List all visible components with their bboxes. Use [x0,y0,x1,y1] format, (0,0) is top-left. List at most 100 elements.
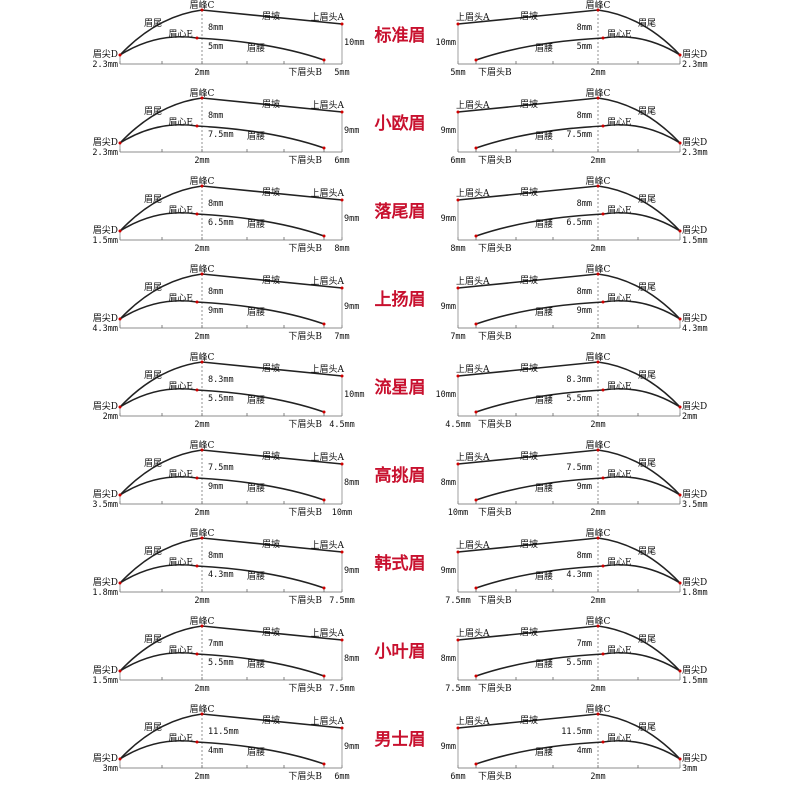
label-slope: 眉坡 [520,450,538,462]
head-bottom-point [474,322,478,326]
upper-brow-line [119,273,343,320]
label-tip: 眉尖D [93,664,118,676]
label-center: 眉心E [168,469,193,480]
peak-point [596,360,600,364]
label-head-top: 上眉头A [456,12,490,23]
label-tip: 眉尖D [682,400,707,412]
label-head-bottom: 下眉头B [478,67,512,78]
label-center: 眉心E [607,205,632,216]
label-upper-width: 8mm [208,199,223,209]
peak-point [200,96,204,100]
label-waist: 眉腰 [247,747,265,758]
label-tip: 眉尖D [682,48,707,60]
head-bottom-point [474,674,478,678]
label-peak-offset: 2mm [590,508,605,518]
label-peak: 眉峰C [586,528,611,539]
label-slope: 眉坡 [262,714,280,726]
label-tip-width: 3mm [103,764,118,774]
label-center: 眉心E [168,645,193,656]
label-upper-width: 8mm [577,199,592,209]
label-lower-width: 5.5mm [566,394,592,404]
label-upper-width: 11.5mm [561,727,592,737]
label-tail: 眉尾 [638,546,656,557]
label-peak: 眉峰C [190,0,215,11]
peak-point [200,448,204,452]
label-slope: 眉坡 [262,362,280,374]
label-tip: 眉尖D [682,664,707,676]
label-waist: 眉腰 [535,483,553,494]
label-slope: 眉坡 [262,98,280,110]
label-head-height: 9mm [344,302,359,312]
upper-brow-line [457,713,681,760]
style-title-1: 标准眉 [375,25,426,46]
head-bottom-point [322,234,326,238]
label-base-offset: 8mm [450,244,465,254]
label-tip-width: 1.8mm [682,588,708,598]
label-waist: 眉腰 [535,659,553,670]
label-head-height: 8mm [441,654,456,664]
tip-point [678,757,682,761]
head-bottom-point [322,674,326,678]
label-base-offset: 5mm [334,68,349,78]
label-base-offset: 7.5mm [329,684,355,694]
head-top-point [456,374,460,378]
center-point [195,652,199,656]
label-head-height: 9mm [441,566,456,576]
label-center: 眉心E [168,29,193,40]
label-waist: 眉腰 [247,219,265,230]
label-tail: 眉尾 [638,722,656,733]
tip-point [118,405,122,409]
label-peak-offset: 2mm [194,332,209,342]
peak-point [200,360,204,364]
head-top-point [340,198,344,202]
label-head-top: 上眉头A [456,188,490,199]
label-slope: 眉坡 [520,98,538,110]
label-head-bottom: 下眉头B [478,507,512,518]
tip-point [118,141,122,145]
label-upper-width: 8mm [577,23,592,33]
label-center: 眉心E [168,117,193,128]
label-tip: 眉尖D [682,576,707,588]
label-head-height: 9mm [344,566,359,576]
label-peak-offset: 2mm [590,156,605,166]
label-lower-width: 5.5mm [208,394,234,404]
label-upper-width: 7.5mm [566,463,592,473]
center-point [601,476,605,480]
label-tip-width: 2mm [682,412,697,422]
upper-brow-line [457,449,681,496]
label-head-bottom: 下眉头B [288,67,322,78]
label-head-bottom: 下眉头B [478,771,512,782]
label-tail: 眉尾 [144,722,162,733]
head-bottom-point [474,410,478,414]
label-lower-width: 5.5mm [566,658,592,668]
label-center: 眉心E [607,557,632,568]
label-upper-width: 8.3mm [208,375,234,385]
label-base-offset: 7.5mm [445,684,471,694]
label-head-height: 9mm [441,302,456,312]
style-title-6: 高挑眉 [375,465,426,486]
label-base-offset: 7.5mm [329,596,355,606]
label-slope: 眉坡 [520,626,538,638]
head-top-point [340,550,344,554]
label-waist: 眉腰 [535,307,553,318]
peak-point [200,536,204,540]
label-waist: 眉腰 [247,483,265,494]
label-head-bottom: 下眉头B [478,155,512,166]
label-head-bottom: 下眉头B [478,419,512,430]
label-tip: 眉尖D [682,136,707,148]
label-tail: 眉尾 [144,546,162,557]
head-top-point [456,286,460,290]
label-center: 眉心E [168,733,193,744]
label-head-top: 上眉头A [456,276,490,287]
label-head-bottom: 下眉头B [288,331,322,342]
center-point [195,476,199,480]
label-slope: 眉坡 [520,362,538,374]
